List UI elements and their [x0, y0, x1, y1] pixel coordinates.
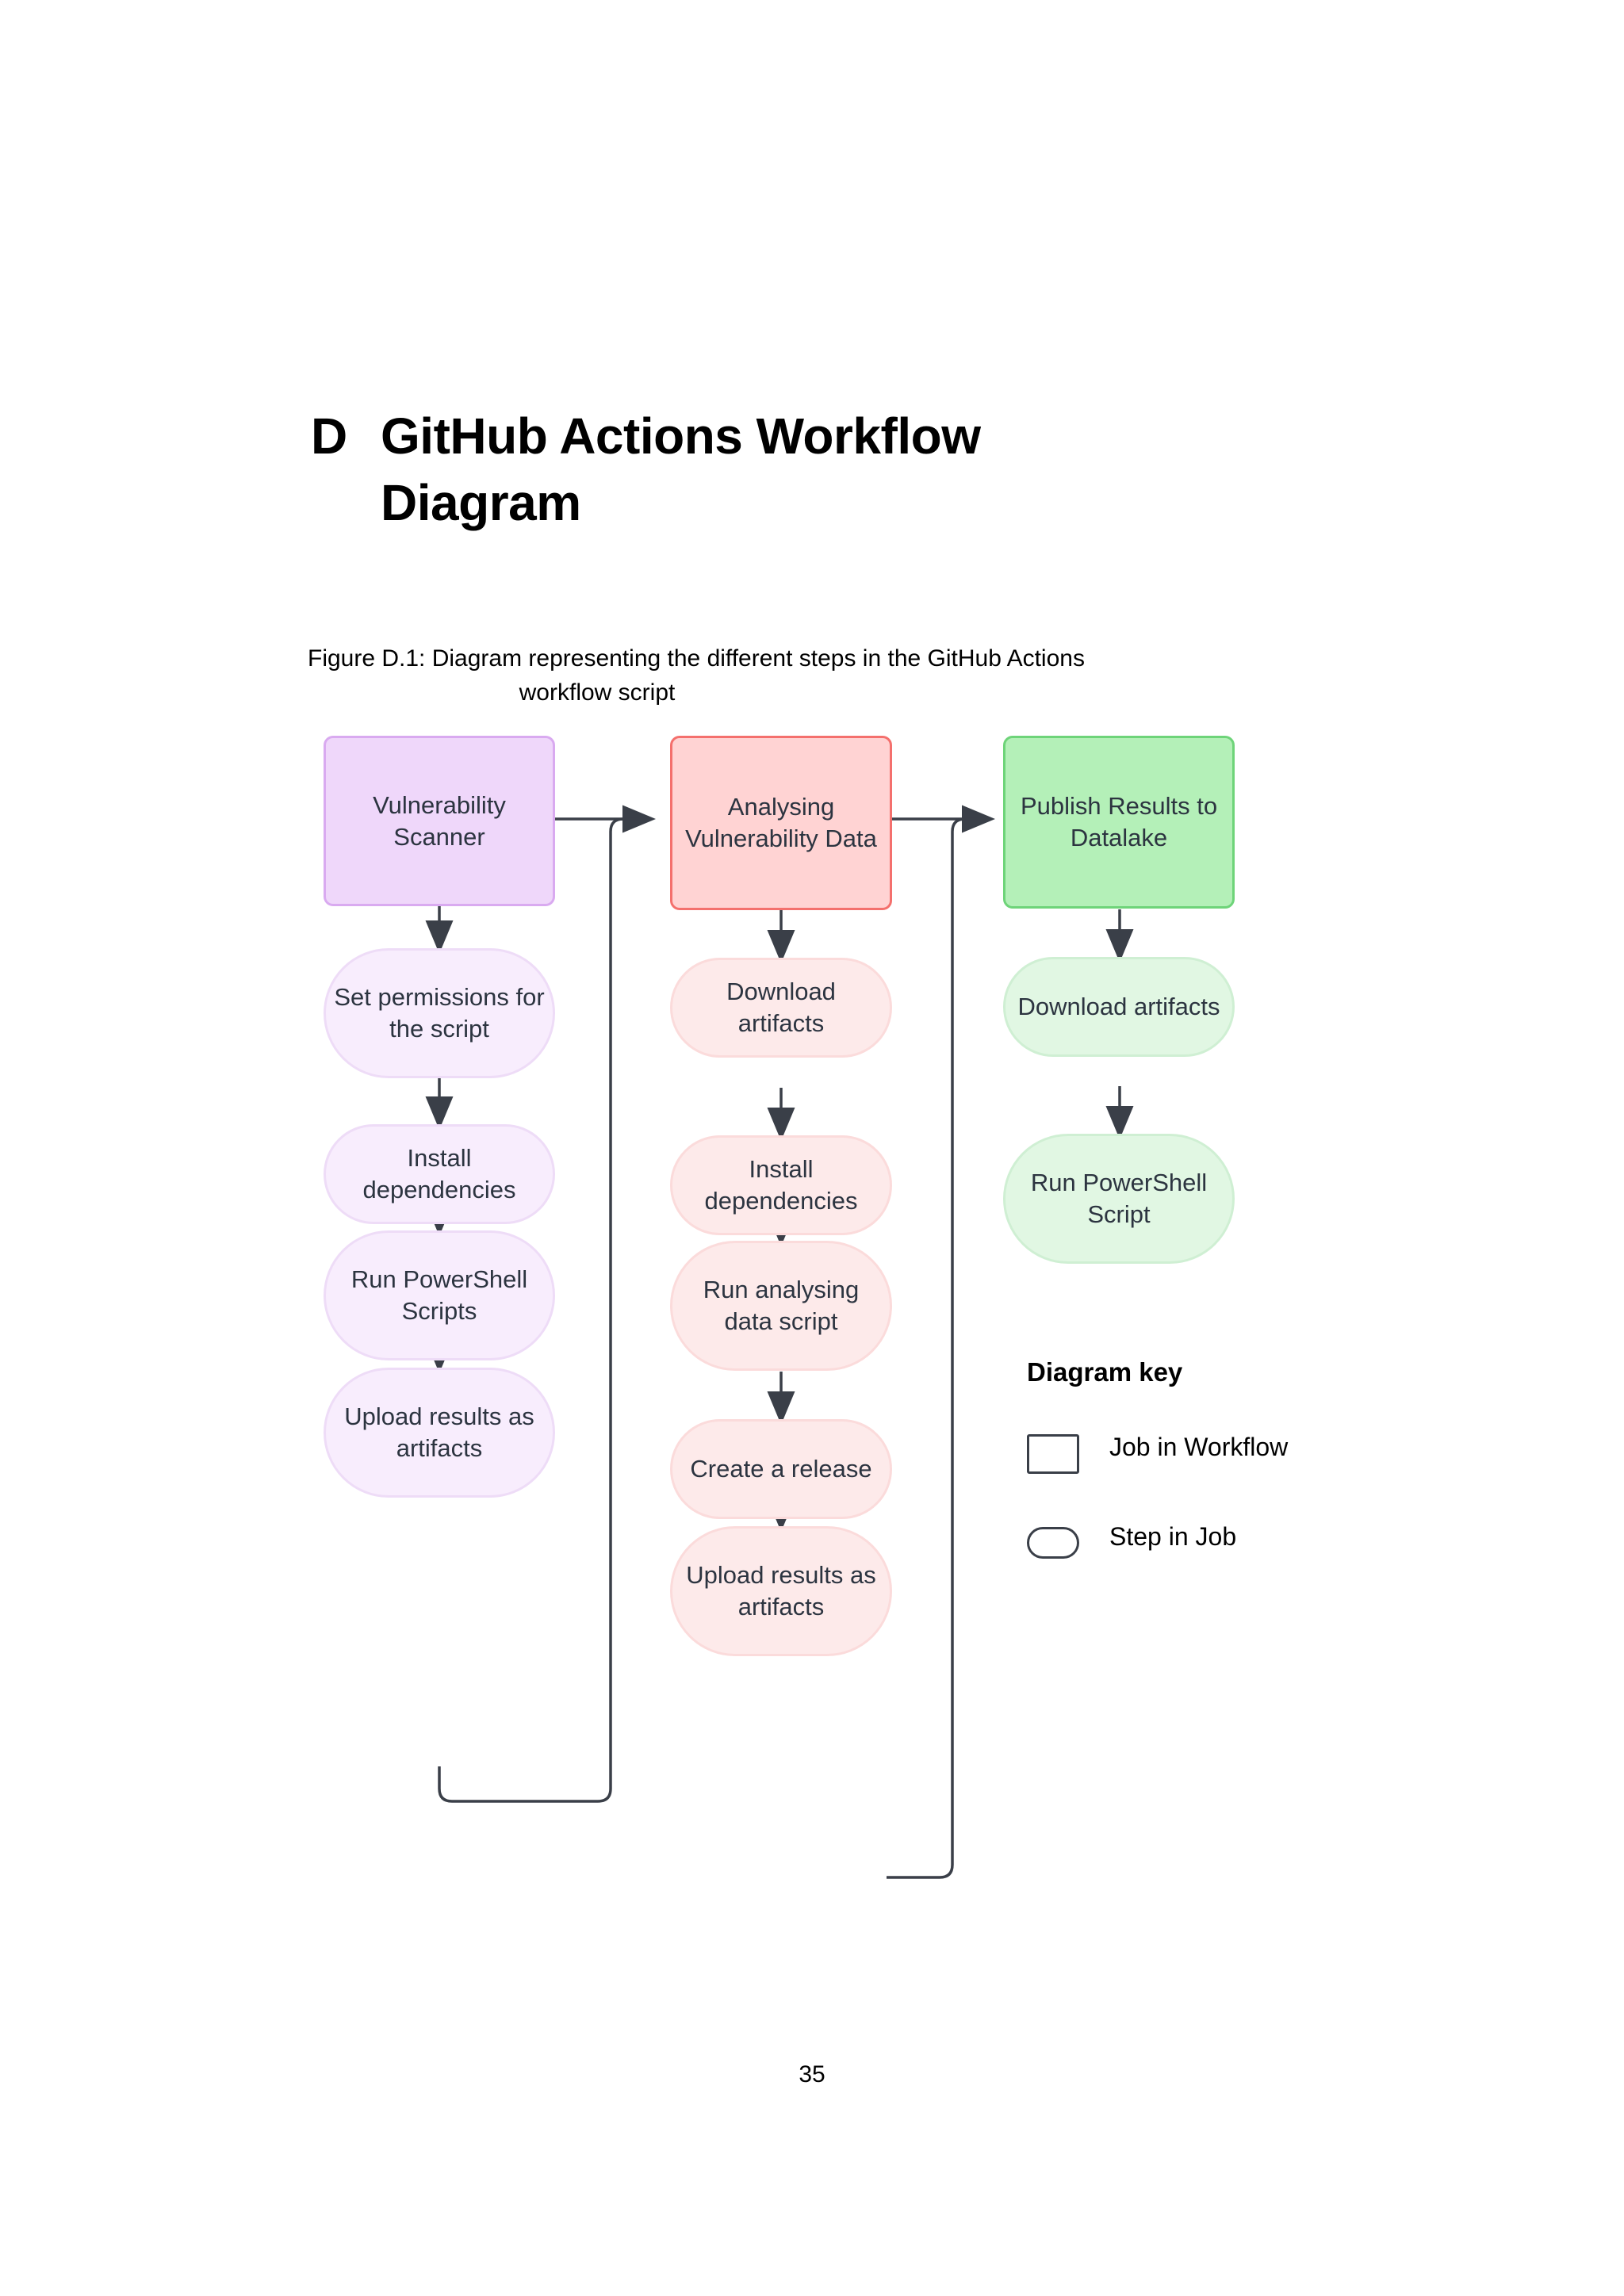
node-label: Set permissions for the script — [334, 983, 545, 1043]
legend-item-job: Job in Workflow — [1027, 1431, 1316, 1474]
rectangle-icon — [1027, 1434, 1079, 1474]
node-step-run-analysing-data-script[interactable]: Run analysing data script — [670, 1241, 892, 1371]
heading-number: D — [311, 407, 347, 465]
node-step-upload-results-c2[interactable]: Upload results as artifacts — [670, 1526, 892, 1656]
legend-item-label: Job in Workflow — [1109, 1433, 1289, 1461]
node-step-install-dependencies-c1[interactable]: Install dependencies — [324, 1124, 555, 1224]
node-job-publish-results-to-datalake[interactable]: Publish Results to Datalake — [1003, 736, 1235, 909]
node-label: Run PowerShell Script — [1030, 1169, 1208, 1228]
connector-c2-s5-to-job3 — [887, 817, 980, 1879]
stadium-icon — [1027, 1527, 1079, 1559]
node-label: Upload results as artifacts — [686, 1561, 876, 1621]
node-step-create-a-release[interactable]: Create a release — [670, 1419, 892, 1519]
caption-line-2: workflow script — [519, 679, 676, 706]
caption-line-1: Figure D.1: Diagram representing the dif… — [308, 645, 1085, 672]
node-label: Create a release — [690, 1455, 872, 1483]
node-step-download-artifacts-c3[interactable]: Download artifacts — [1003, 957, 1235, 1057]
node-label: Run analysing data script — [703, 1276, 860, 1335]
node-label: Download artifacts — [726, 978, 836, 1037]
node-label: Publish Results to Datalake — [1020, 792, 1218, 851]
node-job-analysing-vulnerability-data[interactable]: Analysing Vulnerability Data — [670, 736, 892, 910]
node-step-download-artifacts-c2[interactable]: Download artifacts — [670, 958, 892, 1058]
heading-text: GitHub Actions Workflow — [381, 407, 981, 465]
node-step-run-powershell-script[interactable]: Run PowerShell Script — [1003, 1134, 1235, 1264]
page-title: D GitHub Actions Workflow Diagram — [311, 403, 1278, 537]
heading-text-line2: Diagram — [381, 474, 581, 532]
legend-item-label: Step in Job — [1109, 1522, 1237, 1551]
node-step-run-powershell-scripts[interactable]: Run PowerShell Scripts — [324, 1230, 555, 1360]
node-label: Vulnerability Scanner — [373, 790, 506, 851]
node-label: Install dependencies — [704, 1155, 858, 1215]
figure-caption: Figure D.1: Diagram representing the dif… — [308, 642, 1323, 710]
node-job-vulnerability-scanner[interactable]: Vulnerability Scanner — [324, 736, 555, 906]
node-label: Download artifacts — [1017, 993, 1220, 1021]
node-step-install-dependencies-c2[interactable]: Install dependencies — [670, 1135, 892, 1235]
node-label: Analysing Vulnerability Data — [685, 793, 877, 852]
node-label: Run PowerShell Scripts — [350, 1265, 528, 1325]
node-label: Install dependencies — [362, 1144, 516, 1203]
connector-c1-s4-to-job2 — [438, 817, 639, 1803]
node-step-upload-results-c1[interactable]: Upload results as artifacts — [324, 1368, 555, 1498]
legend-title: Diagram key — [1027, 1357, 1183, 1387]
node-step-set-permissions[interactable]: Set permissions for the script — [324, 948, 555, 1078]
node-label: Upload results as artifacts — [344, 1402, 534, 1462]
legend-item-step: Step in Job — [1027, 1521, 1316, 1559]
page-number: 35 — [799, 2061, 825, 2087]
